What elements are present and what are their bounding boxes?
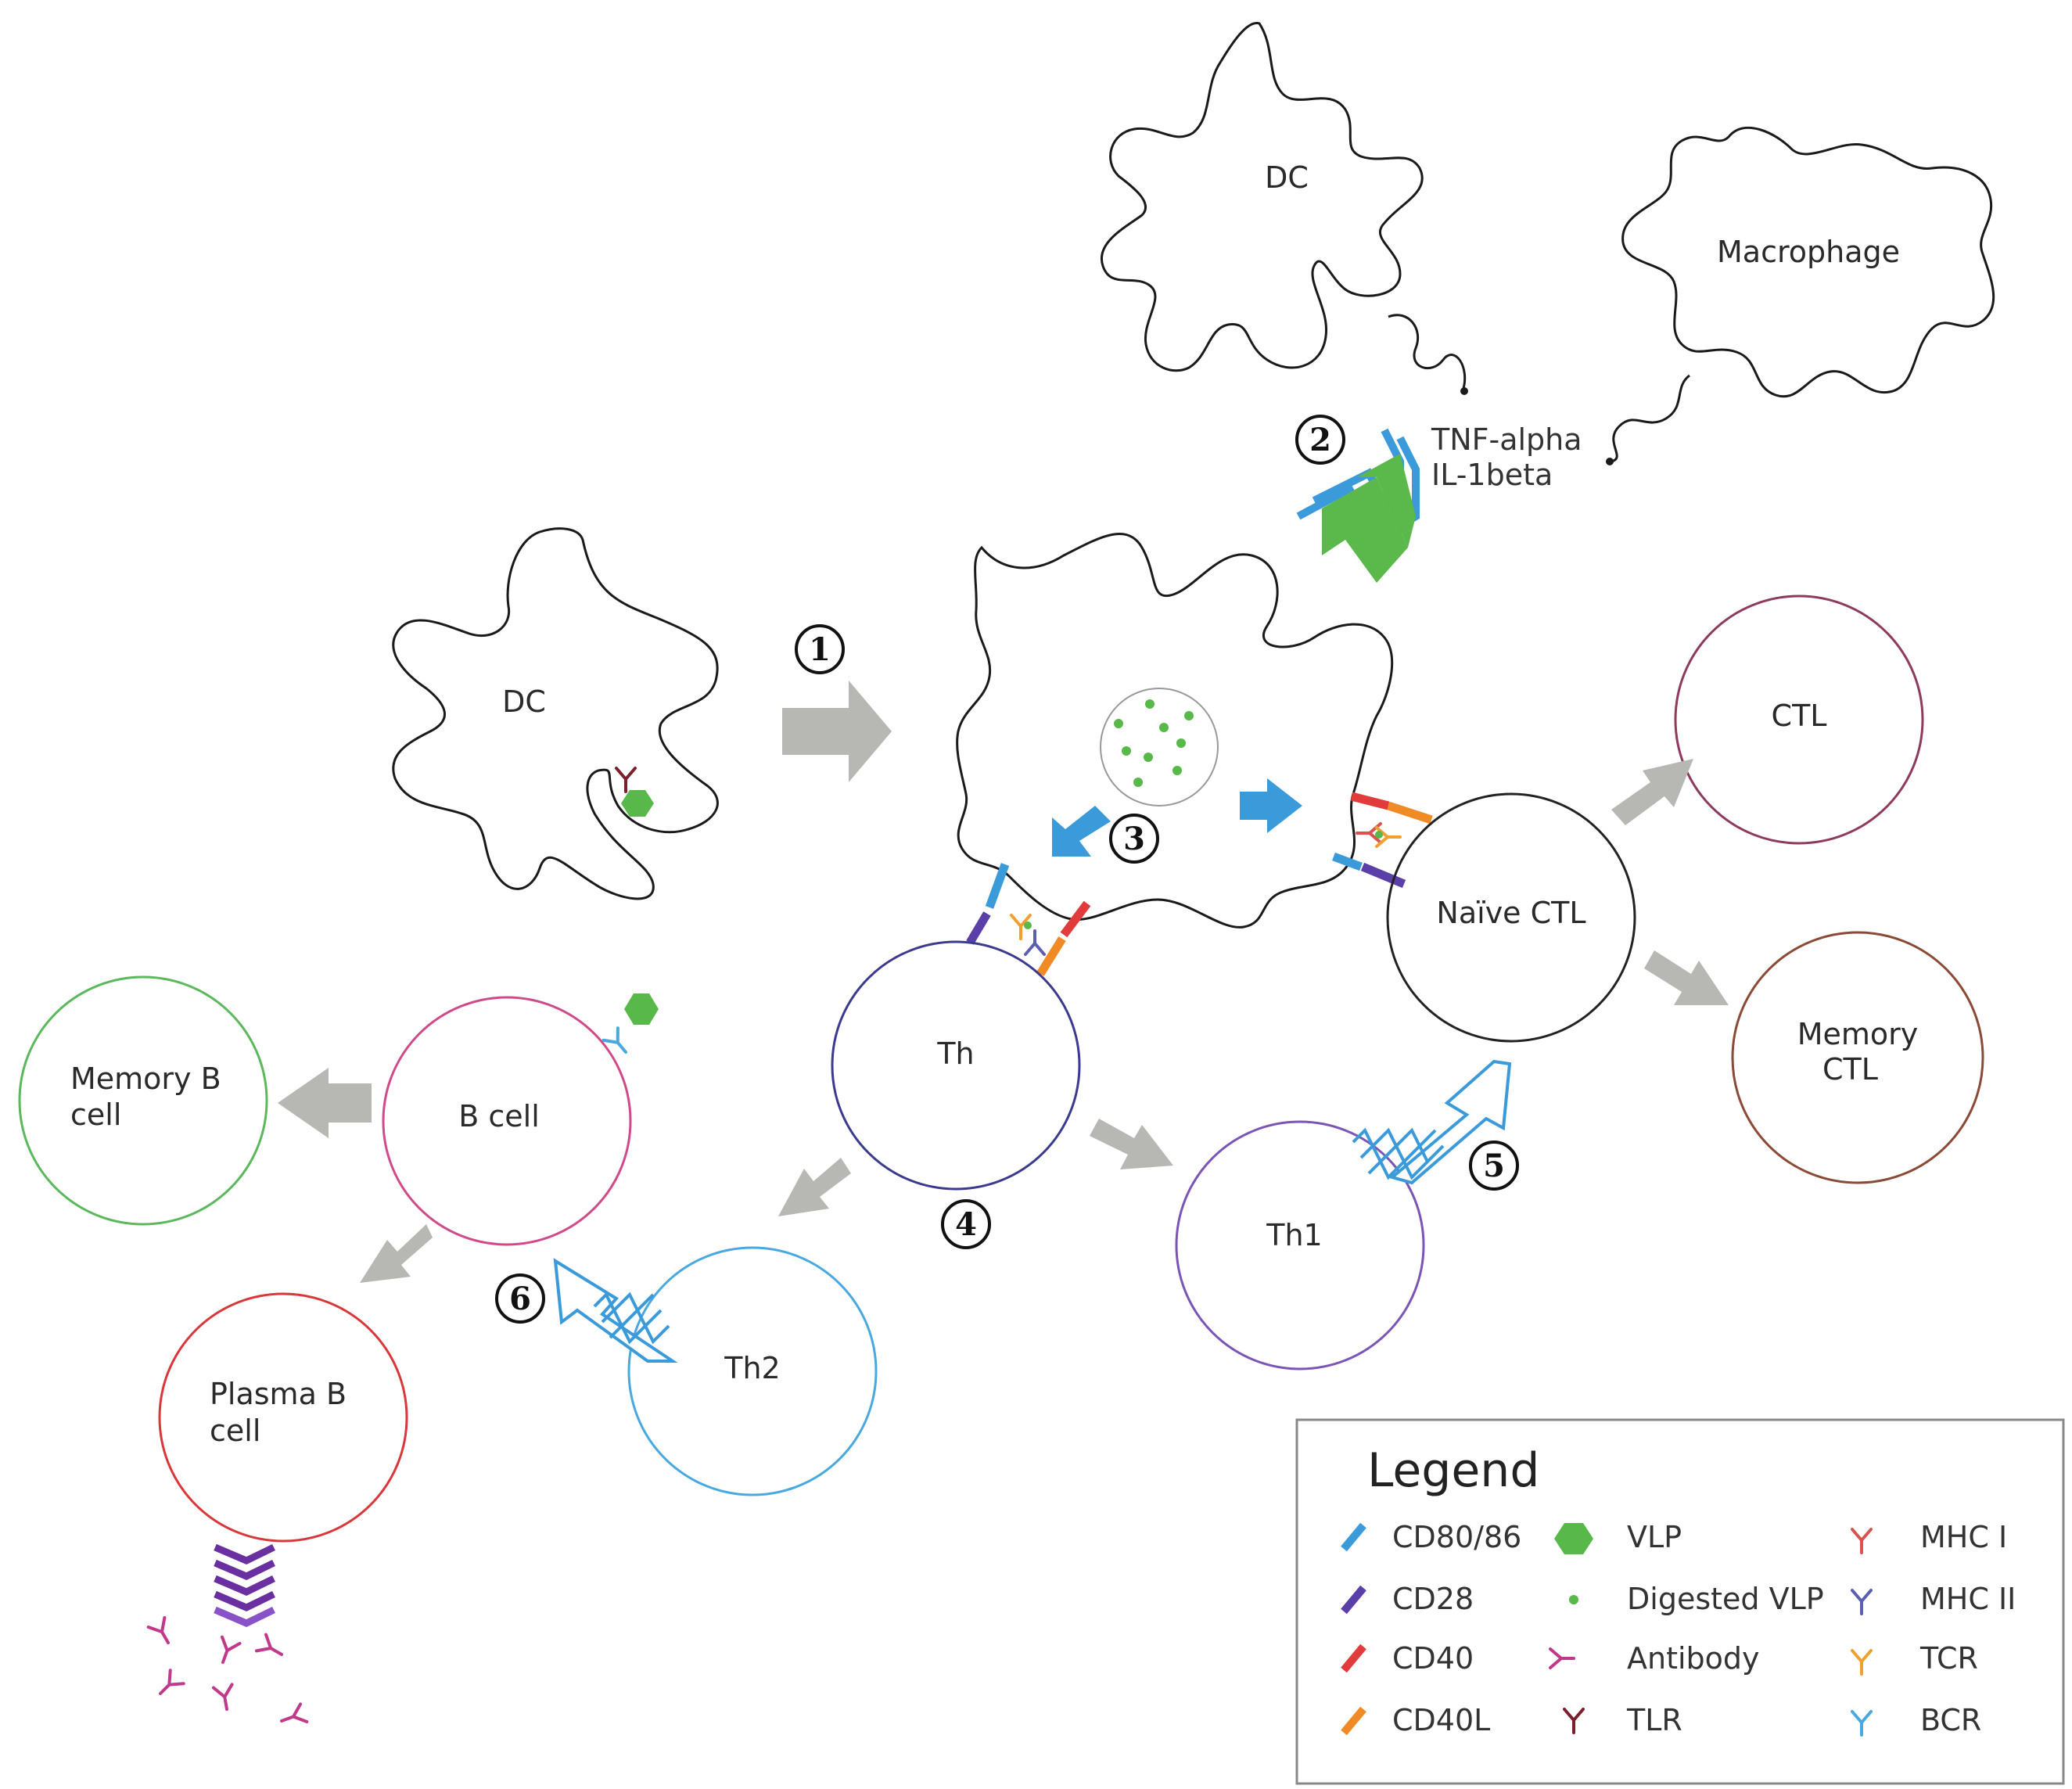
plasma-b-label-1: Plasma B <box>210 1377 347 1411</box>
step-marker-6: 6 <box>495 1273 545 1324</box>
legend-vlp: VLP <box>1627 1520 1682 1554</box>
step-marker-3: 3 <box>1109 814 1159 864</box>
cytokine-il-1beta: IL-1beta <box>1431 458 1553 492</box>
naive-ctl-label: Naïve CTL <box>1436 896 1585 930</box>
step-marker-5: 5 <box>1469 1141 1519 1191</box>
legend-tcr: TCR <box>1919 1641 1978 1676</box>
th2-label: Th2 <box>724 1351 780 1385</box>
svg-text:3: 3 <box>1123 821 1145 857</box>
memory-b-label-2: cell <box>70 1097 121 1132</box>
plasma-b-label-2: cell <box>210 1414 260 1448</box>
svg-text:2: 2 <box>1309 422 1331 458</box>
svg-text:6: 6 <box>509 1281 531 1317</box>
memory-b-arrow-icon <box>278 1068 372 1138</box>
legend-tlr: TLR <box>1626 1703 1682 1737</box>
th1-label: Th1 <box>1266 1218 1322 1252</box>
differentiation-arrows <box>278 759 1729 1283</box>
step-1-arrow-icon <box>782 681 892 782</box>
legend-vlp-hexagon-icon <box>1554 1523 1593 1554</box>
memory-ctl-label-1: Memory <box>1797 1017 1919 1051</box>
svg-text:4: 4 <box>955 1206 977 1243</box>
legend-digested-vlp: Digested VLP <box>1627 1582 1824 1616</box>
step-marker-4: 4 <box>941 1199 991 1249</box>
cytokine-release-icon <box>1296 428 1420 583</box>
th2-arrow-icon <box>778 1158 851 1216</box>
legend-bcr: BCR <box>1920 1703 1981 1737</box>
digested-vlp-dots <box>1114 699 1194 787</box>
tlr-receptor-icon <box>615 767 637 793</box>
vlp-hexagon-icon <box>621 790 654 817</box>
naive-ctl-cell: Naïve CTL <box>1386 792 1636 1043</box>
legend-title: Legend <box>1367 1443 1539 1498</box>
svg-text:5: 5 <box>1483 1148 1505 1184</box>
dc-top-label: DC <box>1265 160 1309 195</box>
cytokine-tnf-alpha: TNF-alpha <box>1431 422 1582 457</box>
memory-ctl-label-2: CTL <box>1822 1052 1878 1087</box>
secreted-antibodies <box>146 1616 309 1732</box>
mhcii-presentation-arrow-icon <box>1052 806 1111 857</box>
svg-text:1: 1 <box>809 631 831 668</box>
ctl-arrow-icon <box>1611 759 1693 825</box>
legend-digested-vlp-dot-icon <box>1569 1595 1578 1604</box>
legend-mhc-ii: MHC II <box>1920 1582 2016 1616</box>
activated-dendritic-cell <box>956 533 1394 929</box>
legend-antibody: Antibody <box>1627 1641 1760 1676</box>
synapse-dc-ctl <box>1332 792 1433 889</box>
th-label: Th <box>936 1036 974 1071</box>
macrophage: Macrophage <box>1606 126 1995 465</box>
step-marker-2: 2 <box>1295 415 1345 465</box>
dendritic-cell-left: DC <box>392 527 719 900</box>
th2-cell: Th2 <box>627 1246 878 1496</box>
step-marker-1: 1 <box>795 624 845 674</box>
memory-b-cell: Memory B cell <box>18 975 268 1226</box>
memory-ctl-arrow-icon <box>1644 950 1729 1005</box>
synapse-dc-th <box>966 863 1091 976</box>
ctl-label: CTL <box>1772 699 1827 733</box>
legend-mhc-i: MHC I <box>1920 1520 2007 1554</box>
th-cell: Th <box>831 940 1081 1191</box>
plasma-b-cell: Plasma B cell <box>158 1292 408 1543</box>
ctl-cell: CTL <box>1674 595 1924 845</box>
endosome <box>1100 688 1219 806</box>
macrophage-label: Macrophage <box>1717 235 1900 269</box>
th1-cell: Th1 <box>1175 1120 1425 1370</box>
th2-help-arrow-icon <box>553 1258 678 1363</box>
legend-cd80-86: CD80/86 <box>1392 1520 1521 1554</box>
th1-arrow-icon <box>1090 1119 1173 1169</box>
plasma-b-arrow-icon <box>360 1224 433 1283</box>
antibody-secretion-icon <box>214 1543 275 1627</box>
memory-b-label-1: Memory B <box>70 1062 221 1096</box>
bcr-vlp-binding <box>601 993 659 1060</box>
legend-cd40: CD40 <box>1392 1641 1474 1676</box>
memory-ctl-cell: Memory CTL <box>1731 931 1984 1184</box>
b-cell: B cell <box>382 996 632 1246</box>
dc-left-label: DC <box>502 684 546 719</box>
legend: Legend CD80/86 CD28 CD40 CD40L VLP Diges… <box>1295 1418 2065 1785</box>
legend-cd28: CD28 <box>1392 1582 1474 1616</box>
th1-help-arrow-icon <box>1352 1059 1512 1185</box>
legend-cd40l: CD40L <box>1392 1703 1490 1737</box>
dendritic-cell-top: DC <box>1100 22 1468 395</box>
mhci-presentation-arrow-icon <box>1240 778 1302 833</box>
b-cell-label: B cell <box>458 1099 540 1133</box>
